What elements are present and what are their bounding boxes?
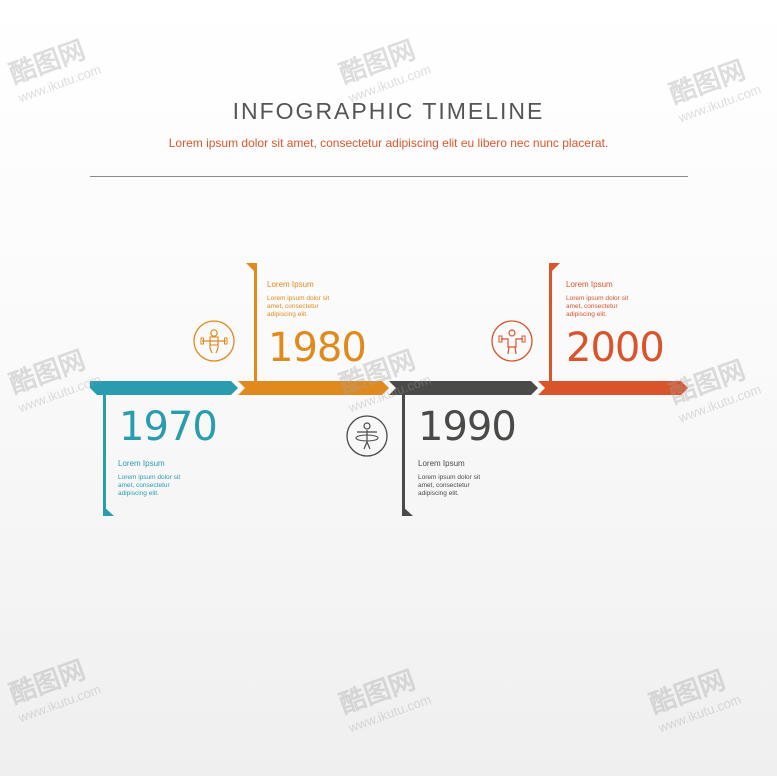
hula-hoop-person-icon bbox=[346, 415, 388, 457]
flag-1980 bbox=[246, 263, 257, 381]
label-1990: Lorem Ipsum bbox=[418, 459, 465, 468]
year-1980: 1980 bbox=[268, 325, 367, 371]
timeline-segment-1990 bbox=[389, 381, 538, 395]
weightlifter-icon bbox=[193, 320, 235, 362]
page-subtitle: Lorem ipsum dolor sit amet, consectetur … bbox=[168, 136, 609, 150]
body-1990: Lorem ipsum dolor sit amet, consectetur … bbox=[418, 474, 481, 497]
body-2000: Lorem ipsum dolor sit amet, consectetur … bbox=[566, 295, 629, 318]
body-1970: Lorem ipsum dolor sit amet, consectetur … bbox=[118, 474, 181, 497]
label-1970: Lorem Ipsum bbox=[118, 459, 165, 468]
timeline-segment-1980 bbox=[238, 381, 389, 395]
body-1980: Lorem ipsum dolor sit amet, consectetur … bbox=[267, 295, 330, 318]
dumbbell-person-icon bbox=[491, 320, 533, 362]
flag-1970 bbox=[103, 395, 114, 516]
timeline-segment-2000 bbox=[538, 381, 688, 395]
flag-2000 bbox=[549, 263, 560, 381]
label-1980: Lorem Ipsum bbox=[267, 280, 314, 289]
year-2000: 2000 bbox=[566, 325, 665, 371]
page-title: INFOGRAPHIC TIMELINE bbox=[232, 98, 545, 124]
flag-1990 bbox=[402, 395, 413, 516]
year-1990: 1990 bbox=[418, 404, 517, 450]
label-2000: Lorem Ipsum bbox=[566, 280, 613, 289]
year-1970: 1970 bbox=[119, 404, 218, 450]
timeline-segment-1970 bbox=[90, 381, 238, 395]
header-divider bbox=[90, 176, 688, 177]
